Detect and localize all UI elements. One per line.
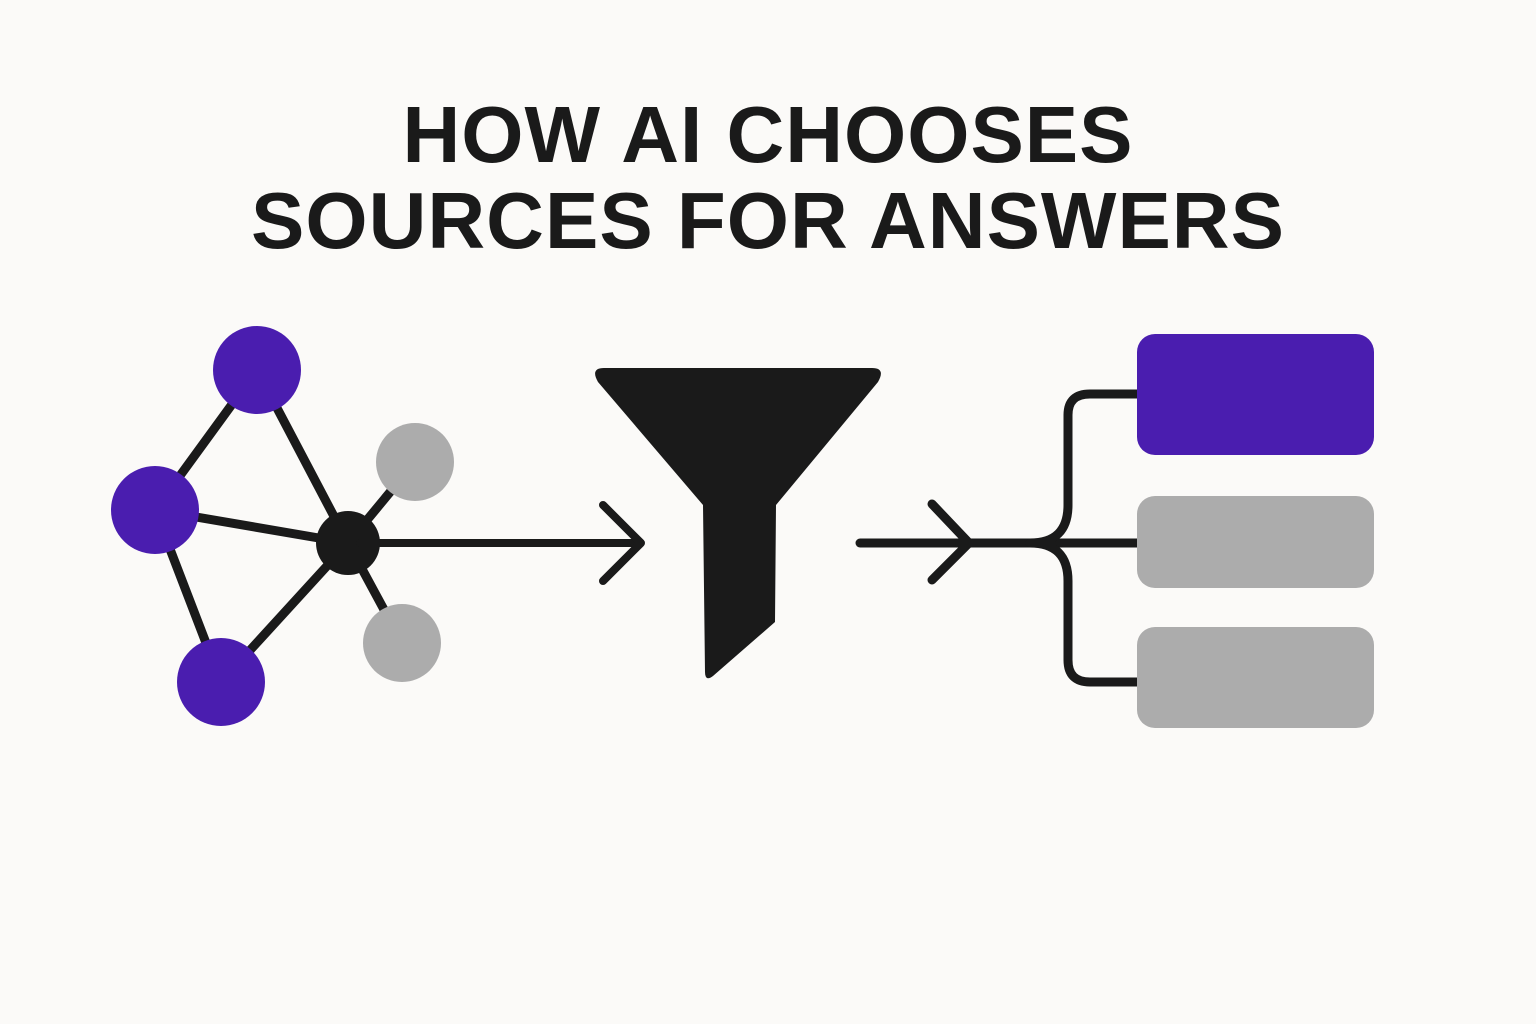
source-node-gray-upper [376,423,454,501]
result-block-2 [1137,496,1374,588]
title-line-1: HOW AI CHOOSES [402,90,1134,179]
arrow-to-filter [356,501,645,585]
source-node-bottom [177,638,265,726]
branch-connectors [855,389,1145,687]
source-node-left [111,466,199,554]
page-title: HOW AI CHOOSES SOURCES FOR ANSWERS [0,92,1536,264]
funnel-icon [595,368,881,679]
source-node-top [213,326,301,414]
source-node-gray-lower [363,604,441,682]
result-block-3 [1137,627,1374,728]
hub-node [316,511,380,575]
result-block-1 [1137,334,1374,455]
title-line-2: SOURCES FOR ANSWERS [251,176,1285,265]
